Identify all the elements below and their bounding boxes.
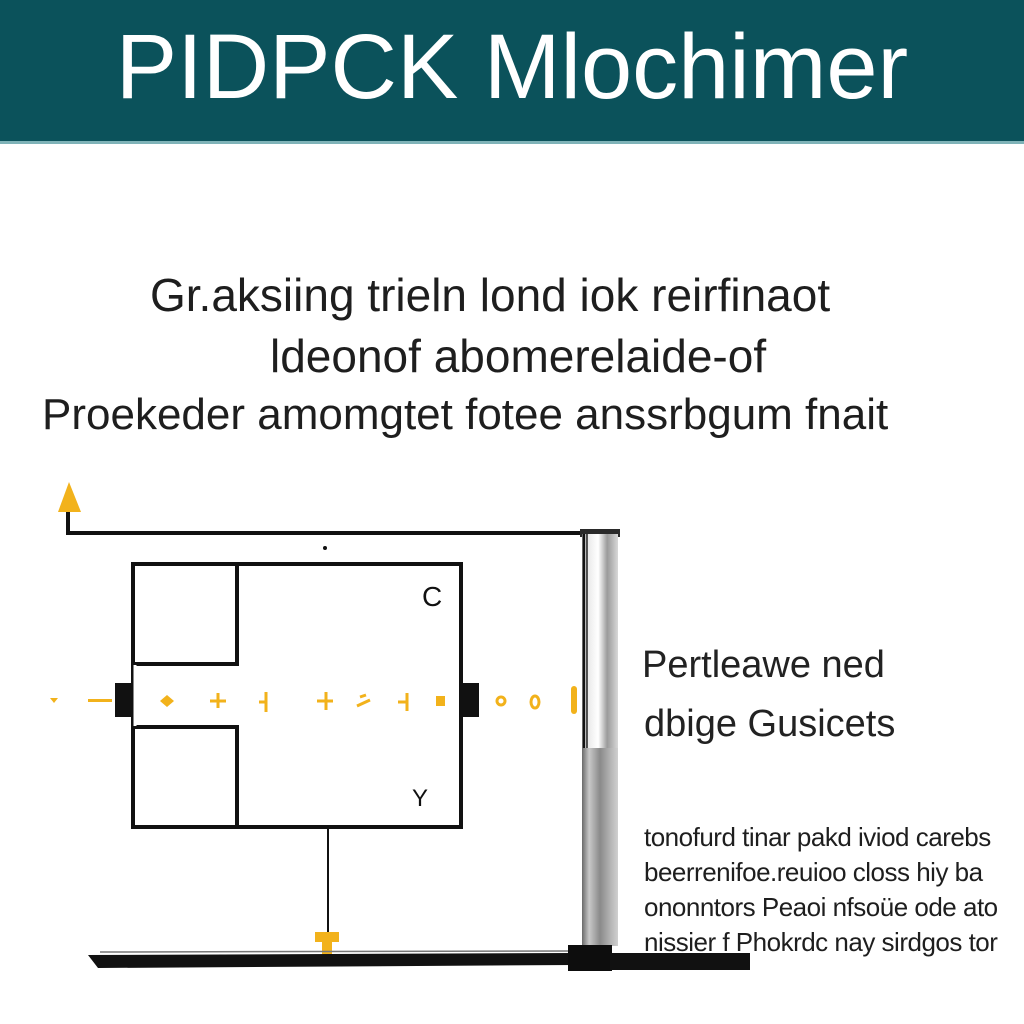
page-title: PIDPCK Mlochimer bbox=[115, 15, 909, 118]
top-right-glyph: C bbox=[422, 581, 442, 612]
top-link-line bbox=[66, 512, 620, 550]
subtitle-line-2: ldeonof abomerelaide-of bbox=[270, 330, 767, 382]
bottom-right-glyph: Y bbox=[412, 785, 428, 812]
base-rail bbox=[88, 945, 750, 971]
housing-block: C Y bbox=[115, 562, 479, 829]
header-bar: PIDPCK Mlochimer bbox=[0, 0, 1024, 144]
side-body-line-2: beerrenifoe.reuioo closs hiy ba bbox=[644, 857, 983, 887]
subtitle-line-1: Gr.aksiing trieln lond iok reirfinaot bbox=[150, 269, 831, 321]
side-body-line-3: ononntors Peaoi nfsoüe ode ato bbox=[644, 892, 998, 922]
side-description: tonofurd tinar pakd iviod carebs beerren… bbox=[644, 820, 1024, 960]
side-body-line-4: nissier f Phokrdc nay sirdgos tor bbox=[644, 927, 998, 957]
side-body-line-1: tonofurd tinar pakd iviod carebs bbox=[644, 822, 991, 852]
side-heading-line-1: Pertleawe ned bbox=[642, 644, 885, 686]
mechanism-diagram: C Y bbox=[50, 482, 750, 971]
subtitle-line-3: Proekeder amomgtet fotee anssrbgum fnait bbox=[42, 390, 889, 439]
vertical-rod bbox=[571, 534, 618, 946]
drop-link bbox=[315, 827, 339, 956]
side-heading-line-2: dbige Gusicets bbox=[644, 703, 896, 745]
triangle-up-icon bbox=[58, 482, 81, 512]
axis-markers bbox=[50, 690, 577, 712]
